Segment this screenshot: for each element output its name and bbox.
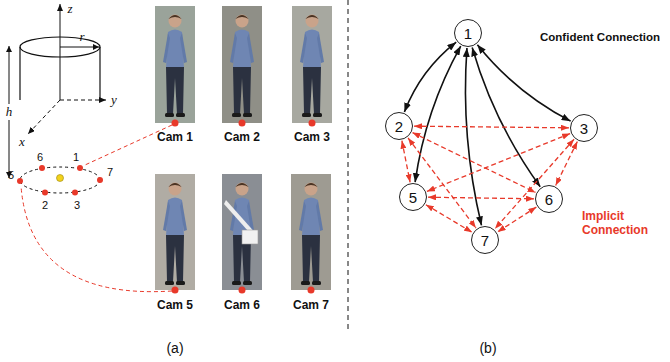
camera-node: 2: [385, 112, 413, 140]
callout-number: 5: [8, 169, 14, 182]
axis-label: z: [67, 2, 72, 17]
implicit-connection: [428, 197, 534, 199]
camera-node: 1: [454, 19, 482, 47]
implicit-connection: [498, 207, 537, 232]
camera-caption: Cam 6: [224, 299, 260, 313]
camera-caption: Cam 5: [157, 299, 193, 313]
callout-number: 6: [37, 151, 43, 164]
camera-caption: Cam 2: [224, 131, 260, 145]
camera-caption: Cam 3: [294, 131, 330, 145]
node-number: 2: [395, 119, 403, 134]
confident-connection: [477, 45, 570, 121]
callout-number: 7: [107, 166, 113, 179]
node-number: 1: [464, 26, 472, 41]
callout-number: 2: [42, 199, 48, 212]
confident-connection: [472, 47, 540, 186]
node-number: 6: [545, 192, 553, 207]
node-number: 7: [481, 233, 489, 248]
camera-node: 3: [570, 114, 598, 142]
camera-node: 5: [399, 183, 427, 211]
axis-label: h: [6, 105, 13, 120]
axis-label: r: [79, 30, 84, 45]
confident-connection: [465, 48, 481, 225]
camera-node: 7: [471, 226, 499, 254]
camera-node: 6: [535, 185, 563, 213]
connection-type-label: Confident Connection: [540, 31, 660, 44]
implicit-connection: [402, 141, 410, 183]
implicit-connection: [412, 133, 535, 193]
implicit-connection: [426, 205, 472, 233]
connection-type-label: Implicit Connection: [582, 210, 660, 238]
implicit-connection: [414, 126, 569, 128]
panel-label: (b): [479, 340, 496, 356]
callout-number: 1: [73, 151, 79, 164]
node-number: 5: [409, 190, 417, 205]
camera-caption: Cam 1: [157, 131, 193, 145]
implicit-connection: [495, 139, 574, 229]
axis-label: y: [111, 93, 117, 108]
implicit-connection: [427, 134, 570, 192]
node-number: 3: [580, 121, 588, 136]
panel-label: (a): [166, 340, 183, 356]
confident-connection: [415, 46, 461, 182]
axis-label: x: [19, 135, 25, 150]
camera-caption: Cam 7: [293, 299, 329, 313]
confident-connection: [404, 42, 456, 112]
callout-number: 3: [74, 199, 80, 212]
